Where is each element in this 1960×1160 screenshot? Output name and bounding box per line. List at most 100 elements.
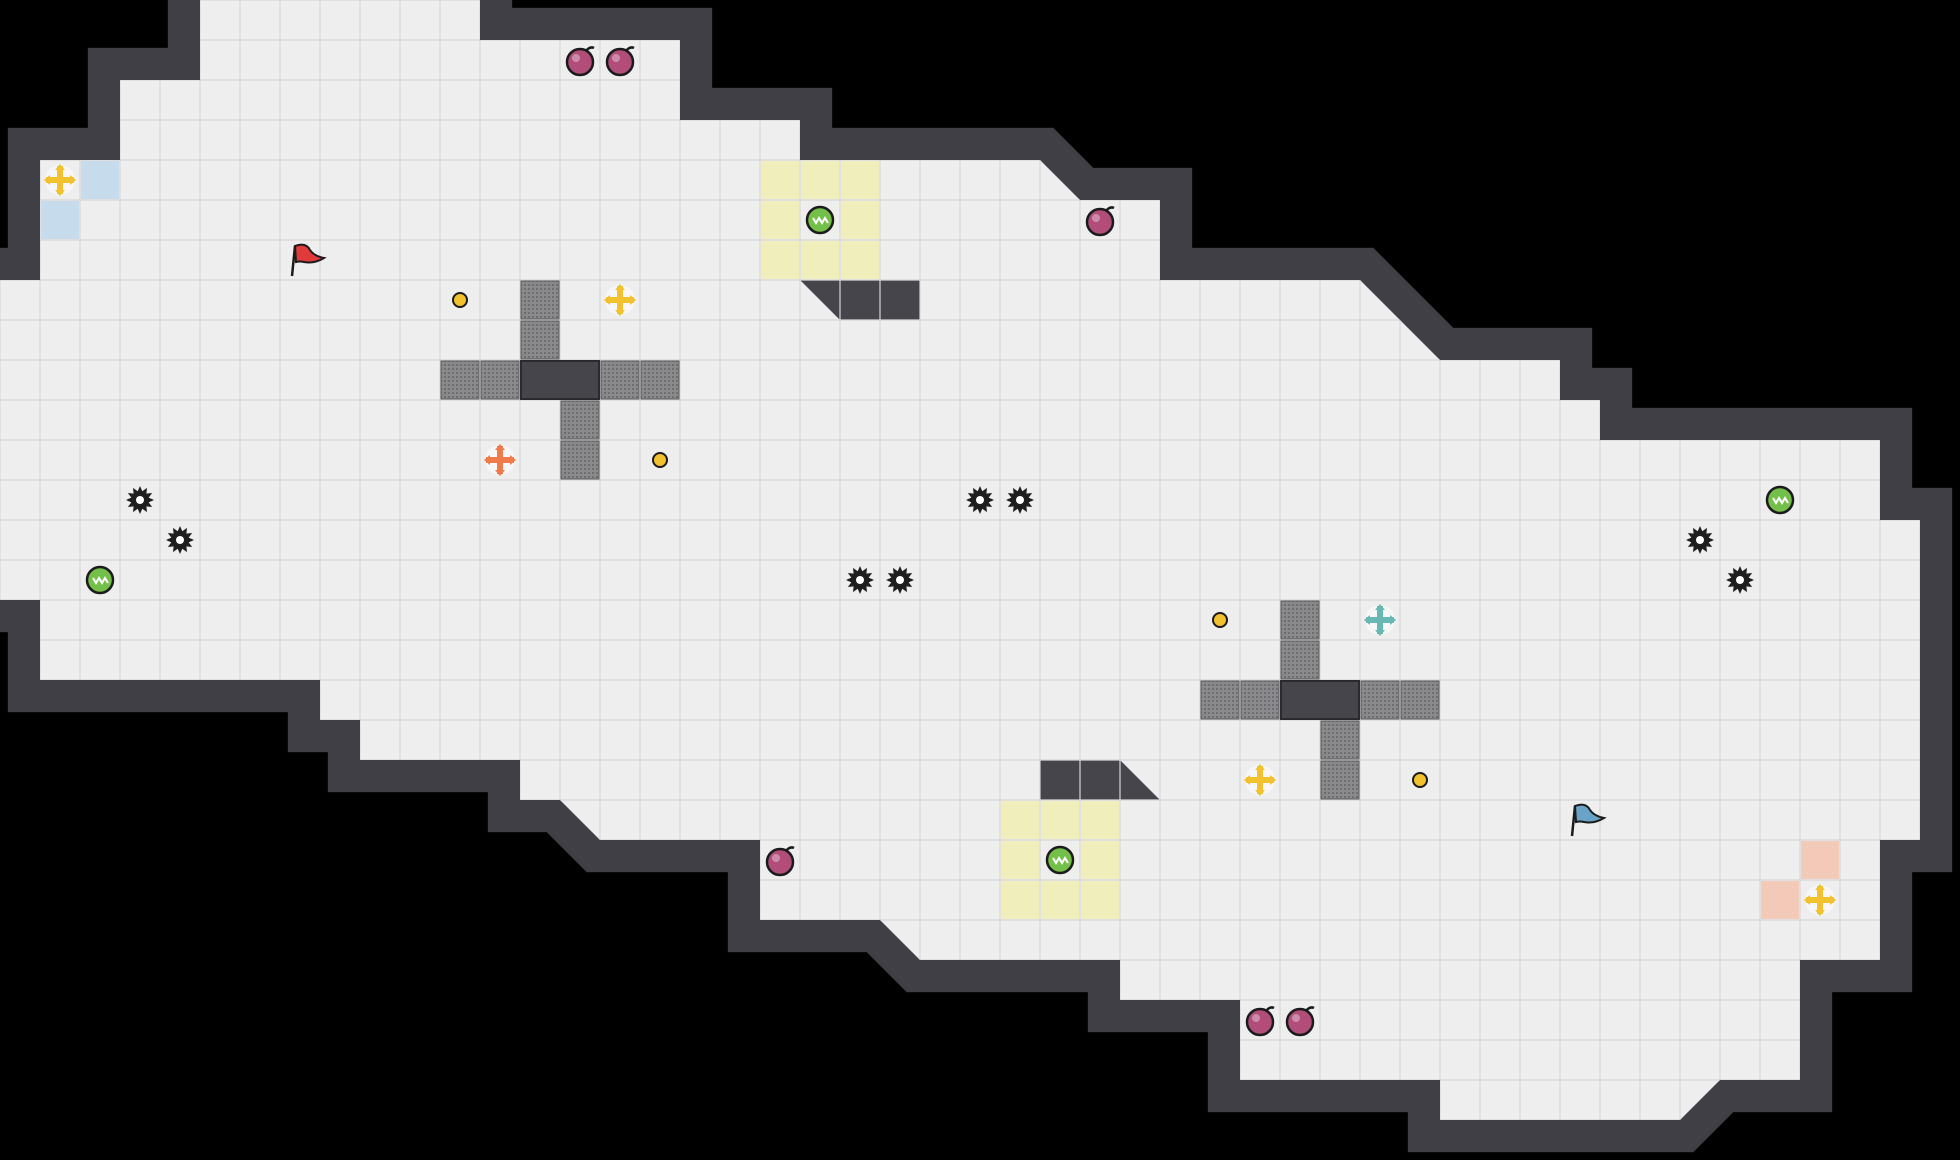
powerup-icon xyxy=(85,565,115,595)
red-zone-tile xyxy=(1761,881,1799,919)
bomb-body xyxy=(1245,1007,1275,1037)
powerup-icon xyxy=(1045,845,1075,875)
yellow-boost-icon xyxy=(1804,884,1836,916)
boost-arrowhead xyxy=(1270,775,1276,785)
boost-zone-tile xyxy=(841,241,879,279)
gate-tile xyxy=(1280,640,1320,680)
boost-cross xyxy=(46,166,74,194)
gate-tile xyxy=(560,400,600,440)
button-icon xyxy=(1212,612,1228,628)
spike-icon xyxy=(1006,486,1034,514)
gate-tile xyxy=(520,280,560,320)
boost-arrowhead xyxy=(55,190,65,196)
spike-center xyxy=(1016,496,1024,504)
yellow-boost-icon xyxy=(604,284,636,316)
yellow-boost-icon xyxy=(44,164,76,196)
boost-zone-tile xyxy=(761,241,799,279)
gate-tile xyxy=(440,360,480,400)
powerup-zigzag xyxy=(1052,856,1069,865)
bomb-fuse xyxy=(625,46,635,52)
boost-arrowhead xyxy=(1375,604,1385,610)
button-icon xyxy=(652,452,668,468)
boost-arrowhead xyxy=(1255,764,1265,770)
gate-tile xyxy=(480,360,520,400)
bomb-body xyxy=(1085,207,1115,237)
spike-center xyxy=(896,576,904,584)
blue-zone-tile xyxy=(81,161,119,199)
button-icon xyxy=(452,292,468,308)
spike-icon xyxy=(886,566,914,594)
bomb-body xyxy=(565,47,595,77)
boost-arrowhead xyxy=(510,455,516,465)
bomb-icon xyxy=(1285,1006,1315,1037)
boost-cross xyxy=(486,446,514,474)
bomb-fuse xyxy=(1265,1006,1275,1012)
boost-zone-tile xyxy=(841,161,879,199)
gate-wall-block xyxy=(520,360,600,400)
bomb-icon xyxy=(765,846,795,877)
boost-cross xyxy=(606,286,634,314)
bomb-shine xyxy=(572,54,580,62)
yellow-boost-icon xyxy=(1244,764,1276,796)
bomb-shine xyxy=(772,854,780,862)
powerup-zigzag xyxy=(1772,496,1789,505)
boost-arrowhead xyxy=(70,175,76,185)
spike-icon xyxy=(846,566,874,594)
boost-arrowhead xyxy=(495,444,505,450)
boost-arrowhead xyxy=(615,284,625,290)
button-icon xyxy=(1412,772,1428,788)
bomb-shine xyxy=(1092,214,1100,222)
bomb-fuse xyxy=(1105,206,1115,212)
boost-cross xyxy=(1366,606,1394,634)
boost-zone-tile xyxy=(1081,801,1119,839)
blue-boost-icon xyxy=(1364,604,1396,636)
gate-tile xyxy=(1240,680,1280,720)
spike-icon xyxy=(966,486,994,514)
item-layer xyxy=(44,46,1836,1037)
boost-arrowhead xyxy=(1815,910,1825,916)
bomb-icon xyxy=(605,46,635,77)
boost-arrowhead xyxy=(1375,630,1385,636)
gate-tile xyxy=(1320,760,1360,800)
gate-tile xyxy=(1400,680,1440,720)
bomb-body xyxy=(605,47,635,77)
boost-arrowhead xyxy=(1390,615,1396,625)
gate-wall-block xyxy=(1280,680,1360,720)
bomb-shine xyxy=(1292,1014,1300,1022)
zone-layer xyxy=(41,161,1839,919)
red-flag-icon xyxy=(290,243,327,277)
flag-cloth xyxy=(1573,803,1607,824)
boost-zone-tile xyxy=(1081,881,1119,919)
boost-arrowhead xyxy=(1804,895,1810,905)
boost-arrowhead xyxy=(1255,790,1265,796)
gate-tile xyxy=(1360,680,1400,720)
boost-zone-tile xyxy=(801,241,839,279)
bomb-body xyxy=(765,847,795,877)
gate-tile xyxy=(640,360,680,400)
boost-arrowhead xyxy=(604,295,610,305)
spike-center xyxy=(176,536,184,544)
spike-icon xyxy=(1726,566,1754,594)
red-boost-icon xyxy=(484,444,516,476)
spike-center xyxy=(136,496,144,504)
spike-icon xyxy=(166,526,194,554)
spike-center xyxy=(1736,576,1744,584)
blue-zone-tile xyxy=(41,201,79,239)
boost-cross xyxy=(1246,766,1274,794)
boost-zone-tile xyxy=(1041,881,1079,919)
spike-center xyxy=(1696,536,1704,544)
boost-arrowhead xyxy=(495,470,505,476)
bomb-icon xyxy=(565,46,595,77)
boost-arrowhead xyxy=(484,455,490,465)
boost-zone-tile xyxy=(1041,801,1079,839)
bomb-shine xyxy=(1252,1014,1260,1022)
gate-tile xyxy=(1320,720,1360,760)
bomb-shine xyxy=(612,54,620,62)
powerup-zigzag xyxy=(812,216,829,225)
wall-block-south xyxy=(1040,760,1160,800)
spike-center xyxy=(856,576,864,584)
powerup-zigzag xyxy=(92,576,109,585)
wall-block-north xyxy=(800,280,920,320)
